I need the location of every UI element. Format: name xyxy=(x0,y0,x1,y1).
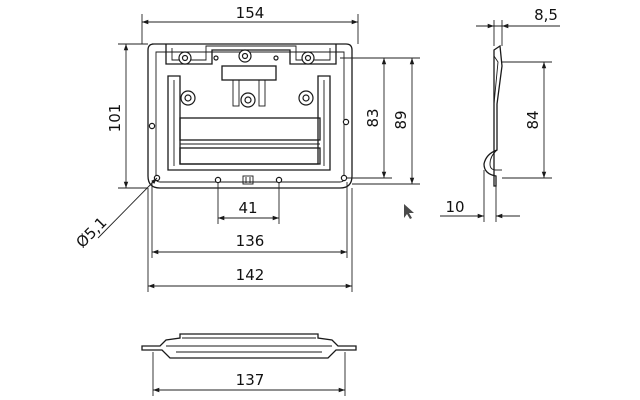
handle-frame xyxy=(167,75,331,171)
bottom-profile-inner xyxy=(166,337,332,353)
mount-hole-left-mid xyxy=(148,122,156,130)
dim-41-label: 41 xyxy=(238,199,257,217)
bottom-view xyxy=(141,333,357,359)
side-profile-inner xyxy=(493,55,499,150)
front-plate-outline xyxy=(147,43,353,189)
dim-101-label: 101 xyxy=(106,104,124,133)
mouse-cursor-icon xyxy=(404,204,414,219)
lower-hole-mid-inner xyxy=(244,96,252,104)
grip-bar-upper xyxy=(179,117,321,141)
dim-diameter-leader xyxy=(97,177,158,239)
side-handle-curl xyxy=(489,149,498,171)
dim-154-label: 154 xyxy=(236,4,265,22)
spring-leg-left xyxy=(232,79,240,107)
bracket-rivet-left xyxy=(213,55,219,61)
dim-89-label: 89 xyxy=(392,110,410,129)
front-plate-inner xyxy=(155,51,345,183)
handle-frame-inner xyxy=(173,80,325,166)
mount-hole-right-mid xyxy=(342,118,350,126)
front-view xyxy=(147,43,353,189)
spring-leg-right xyxy=(258,79,266,107)
mount-hole-bottom-left xyxy=(214,176,222,184)
dim-142-label: 142 xyxy=(236,266,265,284)
side-dimensions: 8,5 84 10 xyxy=(440,6,560,222)
bracket-hole-mid-inner xyxy=(241,52,249,60)
front-dimensions: 154 101 83 89 Ø5,1 41 136 142 xyxy=(72,4,420,292)
mount-hole-right-bottom xyxy=(340,174,348,182)
mount-hole-bottom-right xyxy=(275,176,283,184)
dim-83-label: 83 xyxy=(364,108,382,127)
side-profile-outer xyxy=(483,44,503,187)
bottom-profile-outer xyxy=(141,333,357,359)
bottom-dimensions: 137 xyxy=(152,352,346,396)
dim-136-label: 136 xyxy=(236,232,265,250)
spring-housing xyxy=(221,65,277,81)
side-view xyxy=(483,44,503,187)
dim-137-label: 137 xyxy=(236,371,265,389)
dim-8-5-label: 8,5 xyxy=(534,6,558,24)
top-bracket-inner xyxy=(171,45,331,61)
dim-10-label: 10 xyxy=(445,198,464,216)
bracket-rivet-right xyxy=(273,55,279,61)
latch-mark xyxy=(242,175,254,185)
bracket-hole-right-inner xyxy=(304,54,312,62)
lower-hole-left-inner xyxy=(184,94,192,102)
bracket-hole-left-inner xyxy=(181,54,189,62)
lower-hole-right-inner xyxy=(302,94,310,102)
dim-diameter-label: Ø5,1 xyxy=(72,213,110,251)
grip-bar-lower xyxy=(179,147,321,165)
dim-84-label: 84 xyxy=(524,110,542,129)
top-bracket xyxy=(165,44,337,65)
